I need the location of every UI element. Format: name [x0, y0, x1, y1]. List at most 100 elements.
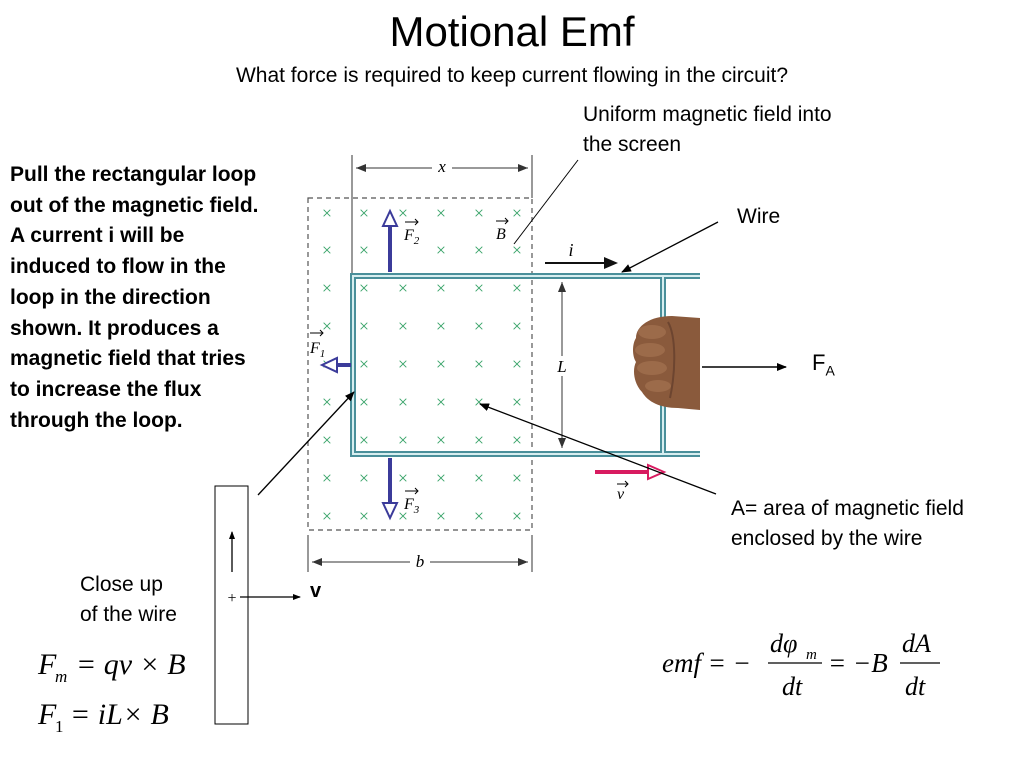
field-x-marker: ×	[322, 506, 332, 526]
close-up-pointer	[257, 391, 355, 496]
f1-subscript: 1	[320, 348, 326, 360]
fm-subscript: m	[55, 667, 67, 686]
emf-mid: = −B	[828, 648, 888, 678]
field-x-marker: ×	[512, 278, 522, 298]
x-dimension: x	[351, 155, 533, 276]
hand-icon	[633, 316, 700, 410]
f1-eq-symbol: F	[37, 698, 57, 731]
velocity-arrow: v	[595, 463, 667, 503]
field-x-marker: ×	[359, 392, 369, 412]
field-x-marker: ×	[359, 316, 369, 336]
field-x-marker: ×	[512, 203, 522, 223]
f3-subscript: 3	[413, 504, 420, 516]
fm-rhs: = qv × B	[76, 648, 186, 681]
field-x-marker: ×	[322, 240, 332, 260]
f2-symbol: F	[403, 227, 414, 244]
field-x-marker: ×	[436, 354, 446, 374]
b-label: b	[416, 552, 425, 571]
emf-den1: dt	[782, 672, 803, 701]
field-x-marker: ×	[512, 354, 522, 374]
emf-den2: dt	[905, 672, 926, 701]
area-pointer	[479, 403, 717, 495]
emf-num1: dφ	[770, 629, 797, 658]
field-x-marker: ×	[436, 240, 446, 260]
f3-symbol: F	[403, 496, 414, 513]
field-x-marker: ×	[474, 468, 484, 488]
uniform-field-pointer	[513, 159, 579, 245]
close-up-wire	[214, 485, 249, 725]
area-note: A= area of magnetic field enclosed by th…	[731, 497, 964, 550]
field-x-marker: ×	[398, 278, 408, 298]
field-x-marker: ×	[512, 430, 522, 450]
field-x-marker: ×	[436, 203, 446, 223]
field-x-marker: ×	[398, 430, 408, 450]
equation-fm: F m = qv × B	[37, 648, 186, 686]
field-x-marker: ×	[359, 468, 369, 488]
close-up-note: Close up of the wire	[80, 573, 177, 626]
field-x-marker: ×	[512, 240, 522, 260]
emf-num1-sub: m	[806, 647, 817, 663]
field-x-marker: ×	[359, 506, 369, 526]
uniform-field-note: Uniform magnetic field into the screen	[583, 103, 832, 156]
field-x-marker: ×	[436, 430, 446, 450]
field-x-marker: ×	[436, 468, 446, 488]
f1-eq-subscript: 1	[55, 717, 64, 736]
page-subtitle: What force is required to keep current f…	[235, 64, 789, 87]
fm-symbol: F	[37, 648, 57, 681]
field-x-marker: ×	[398, 468, 408, 488]
wire-pointer	[621, 221, 719, 273]
velocity-label: v	[310, 580, 322, 602]
field-x-marker: ×	[512, 468, 522, 488]
field-x-marker: ×	[512, 316, 522, 336]
field-x-marker: ×	[474, 392, 484, 412]
x-label: x	[437, 157, 446, 176]
b-field-label: B	[496, 217, 509, 243]
field-x-marker: ×	[474, 430, 484, 450]
field-x-marker: ×	[322, 316, 332, 336]
explanation-paragraph: Pull the rectangular loop out of the mag…	[10, 163, 259, 432]
field-x-marker: ×	[474, 354, 484, 374]
field-x-marker: ×	[359, 354, 369, 374]
field-x-marker: ×	[322, 468, 332, 488]
field-region-boundary	[307, 197, 533, 531]
field-x-marker: ×	[512, 506, 522, 526]
field-x-marker: ×	[398, 354, 408, 374]
field-x-marker: ×	[359, 240, 369, 260]
field-x-marker: ×	[474, 316, 484, 336]
field-x-marker: ×	[436, 278, 446, 298]
field-x-marker: ×	[436, 316, 446, 336]
field-x-marker: ×	[322, 203, 332, 223]
field-x-marker: ×	[474, 506, 484, 526]
field-x-marker: ×	[359, 203, 369, 223]
l-label: L	[556, 357, 566, 376]
field-x-marker: ×	[398, 392, 408, 412]
equation-f1: F 1 = iL× B	[37, 698, 169, 736]
field-x-marker: ×	[322, 430, 332, 450]
current-label: i	[568, 240, 573, 260]
b-dimension: b	[307, 535, 533, 572]
applied-force-label: FA	[812, 350, 835, 378]
l-dimension: L	[552, 282, 572, 448]
wire-note: Wire	[737, 205, 781, 228]
field-x-marker: ×	[474, 278, 484, 298]
field-markers: × × × × × × × × × × × × × × × × × × × × × × × × × × × × × × × × × × × × × × × ×…	[322, 203, 522, 526]
b-symbol: B	[496, 226, 506, 243]
emf-lhs: emf = −	[662, 648, 751, 678]
f1-label: F1	[309, 340, 325, 360]
v-symbol: v	[617, 486, 625, 503]
applied-force-subscript: A	[825, 362, 835, 379]
f1-eq-rhs: = iL× B	[70, 698, 169, 731]
emf-num2: dA	[902, 629, 931, 658]
field-x-marker: ×	[436, 506, 446, 526]
force-f2-arrow: F2	[381, 208, 420, 272]
equation-emf: emf = − dφ m dt = −B dA dt	[662, 629, 940, 701]
field-x-marker: ×	[359, 430, 369, 450]
field-x-marker: ×	[398, 316, 408, 336]
field-x-marker: ×	[398, 203, 408, 223]
field-x-marker: ×	[398, 506, 408, 526]
page-title: Motional Emf	[389, 8, 635, 55]
f3-label: F3	[403, 496, 420, 516]
f2-label: F2	[403, 227, 420, 247]
field-x-marker: ×	[512, 392, 522, 412]
